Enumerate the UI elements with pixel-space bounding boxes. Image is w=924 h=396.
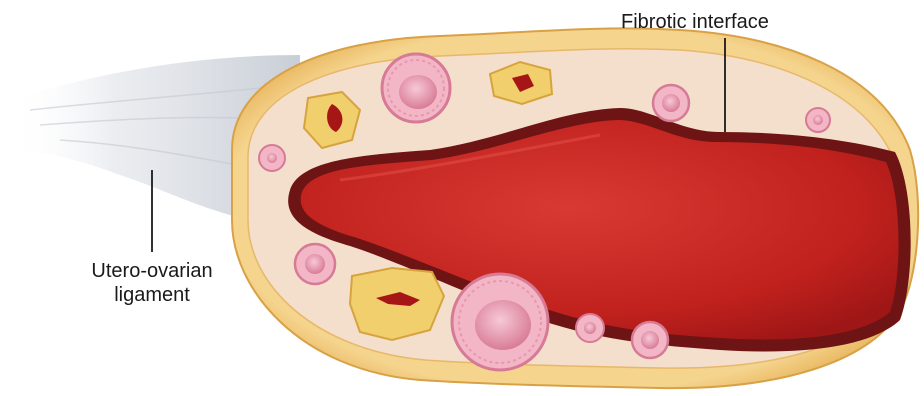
follicle — [382, 54, 450, 122]
utero-ovarian-ligament-label: Utero-ovarian ligament — [52, 259, 252, 307]
follicle — [632, 322, 668, 358]
utero-ovarian-label-line2: ligament — [52, 283, 252, 307]
follicle — [452, 274, 548, 370]
follicle — [653, 85, 689, 121]
utero-ovarian-label-line1: Utero-ovarian — [52, 259, 252, 283]
corpus-albicans — [350, 268, 444, 340]
fibrotic-interface-label: Fibrotic interface — [621, 10, 769, 34]
follicle — [806, 108, 830, 132]
follicle — [295, 244, 335, 284]
follicle — [259, 145, 285, 171]
follicle — [576, 314, 604, 342]
